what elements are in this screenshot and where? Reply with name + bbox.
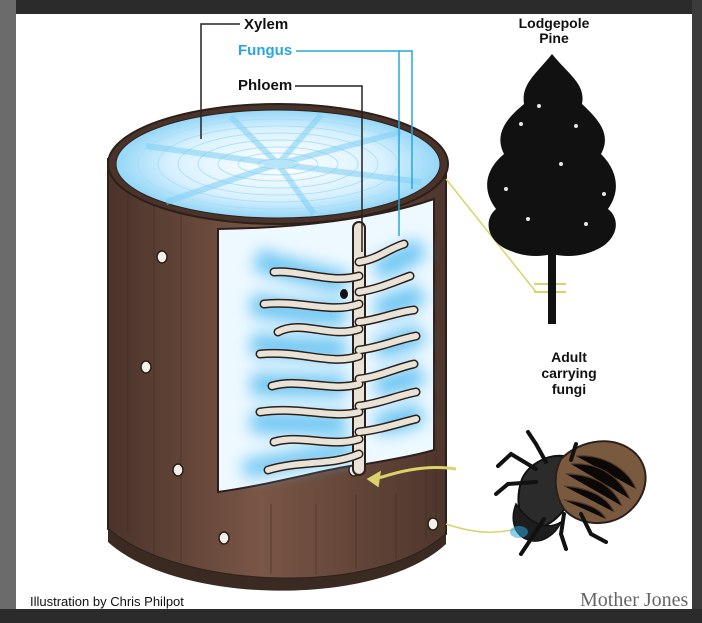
publisher-brand: Mother Jones (580, 589, 688, 612)
illustration-credit: Illustration by Chris Philpot (30, 594, 184, 609)
frame-left (0, 0, 16, 623)
tree-fungus-diagram (16, 14, 692, 609)
frame-right (692, 0, 702, 623)
frame-top (0, 0, 702, 14)
log-cross-section (108, 104, 448, 224)
label-xylem: Xylem (244, 17, 288, 33)
label-fungi: fungi (534, 381, 604, 397)
cutaway-phloem-panel (218, 199, 434, 492)
diagram-panel: Xylem Fungus Phloem Lodgepole Pine Adult… (16, 14, 692, 609)
label-fungus: Fungus (238, 43, 292, 59)
bark-beetle-icon (496, 432, 646, 554)
label-lodgepole: Lodgepole (514, 15, 594, 31)
label-adult: Adult (534, 349, 604, 365)
label-phloem: Phloem (238, 78, 292, 94)
label-pine: Pine (514, 30, 594, 46)
lodgepole-pine-icon (487, 54, 616, 324)
label-carrying: carrying (534, 365, 604, 381)
